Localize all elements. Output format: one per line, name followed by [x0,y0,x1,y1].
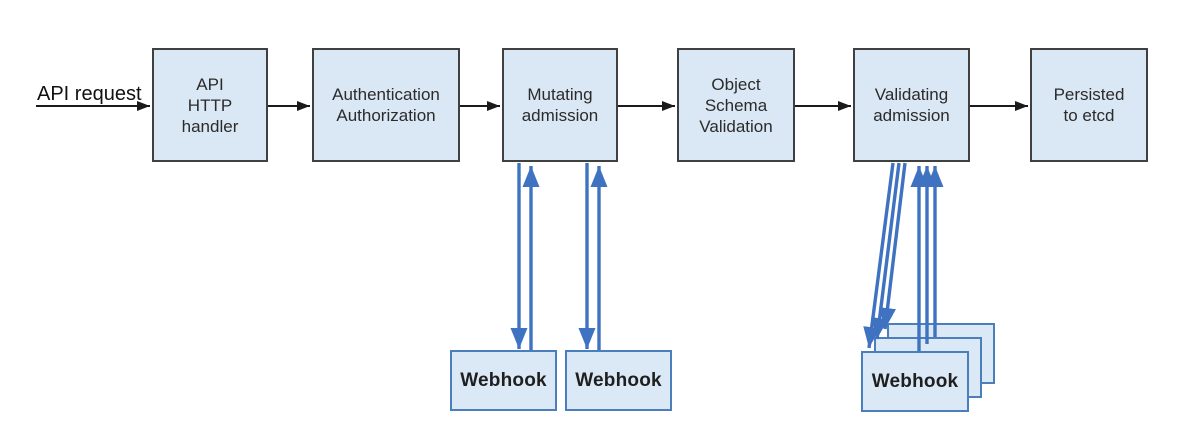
box-object-schema-validation-label: Object Schema Validation [699,74,773,136]
mutating-webhook-call-arrow-icons [510,163,608,350]
box-api-http-handler: API HTTP handler [152,48,268,162]
box-validating-admission: Validating admission [853,48,970,162]
mutating-webhook-2-label: Webhook [575,369,662,391]
mutating-webhook-box-2: Webhook [565,350,672,411]
box-authentication-authorization: Authentication Authorization [312,48,460,162]
box-persisted-to-etcd: Persisted to etcd [1030,48,1148,162]
validating-webhook-box-front: Webhook [861,351,969,412]
api-request-label: API request [37,83,142,105]
mutating-webhook-box-1: Webhook [450,350,557,411]
validating-webhook-label: Webhook [871,370,959,392]
box-validating-admission-label: Validating admission [873,85,950,125]
box-api-http-handler-label: API HTTP handler [181,74,239,136]
box-authentication-authorization-label: Authentication Authorization [332,85,440,125]
box-mutating-admission: Mutating admission [502,48,618,162]
mutating-webhook-1-label: Webhook [460,369,547,391]
box-mutating-admission-label: Mutating admission [521,85,599,125]
box-object-schema-validation: Object Schema Validation [677,48,795,162]
box-persisted-to-etcd-label: Persisted to etcd [1053,85,1125,125]
